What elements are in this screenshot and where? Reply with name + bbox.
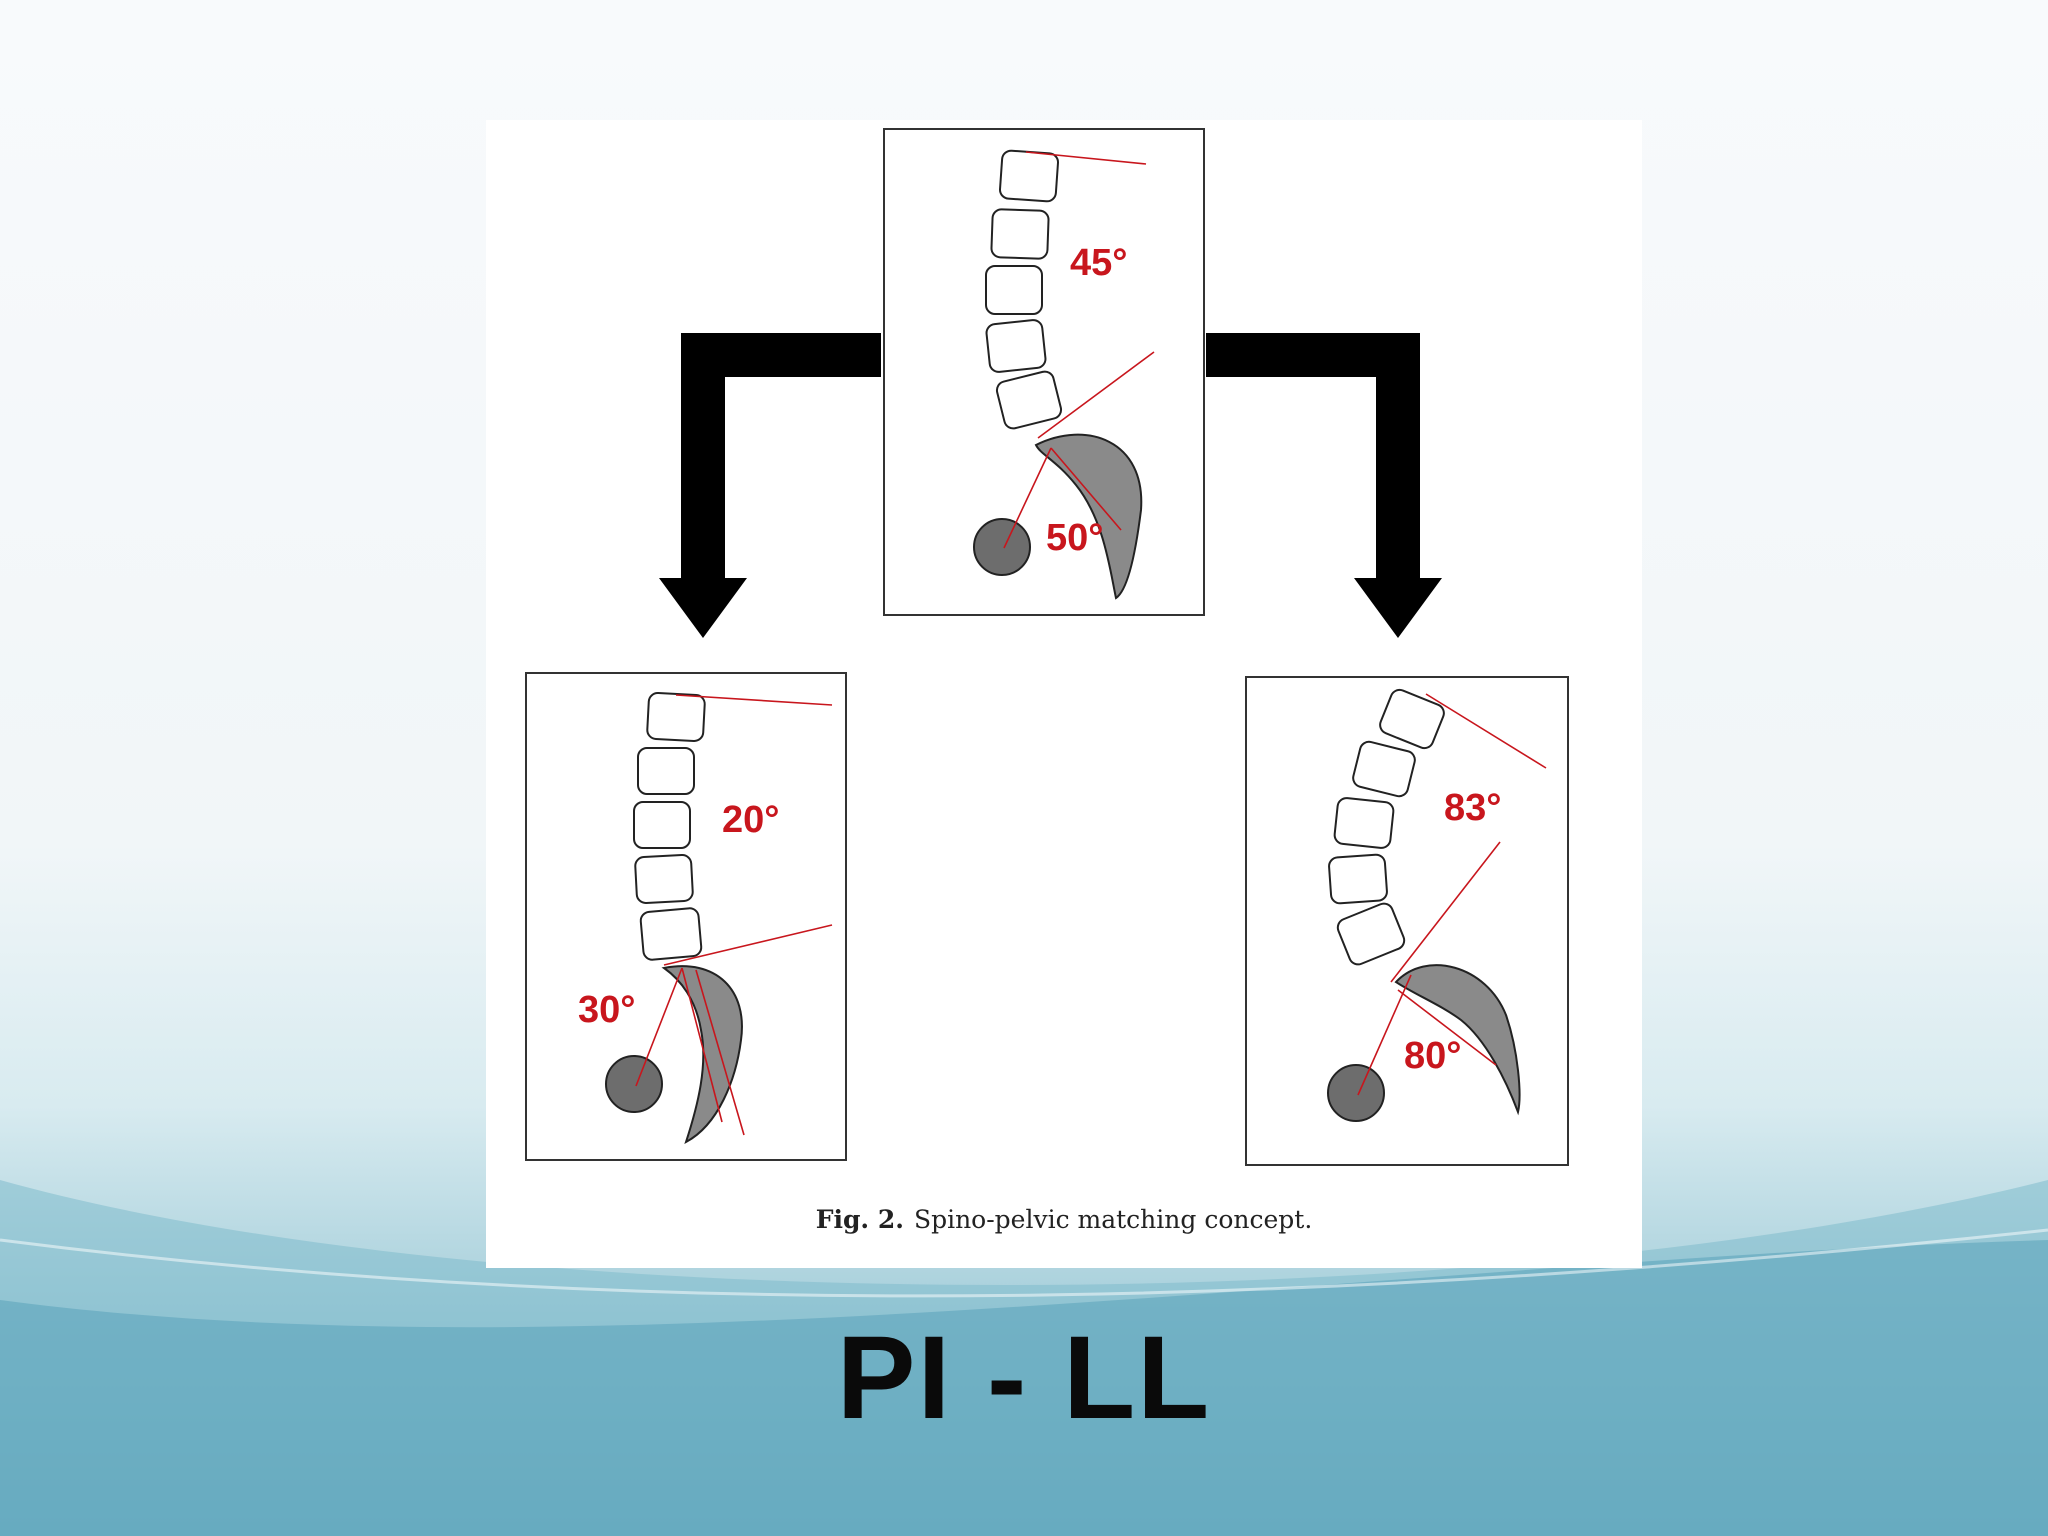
lordosis-angle-right: 83° <box>1444 787 1501 829</box>
spine-panel-right: 83° 80° <box>1245 676 1569 1166</box>
wave-band <box>0 1240 2048 1536</box>
lordosis-angle-left: 20° <box>722 799 779 841</box>
pelvic-incidence-angle-right: 80° <box>1404 1035 1461 1077</box>
figure-caption-text: Spino-pelvic matching concept. <box>913 1205 1313 1234</box>
spine-panel-left: 20° 30° <box>525 672 847 1161</box>
figure-caption: Fig. 2. Spino-pelvic matching concept. <box>486 1205 1642 1234</box>
right-arrow <box>1206 333 1442 638</box>
lordosis-angle-top: 45° <box>1070 242 1127 284</box>
pelvic-incidence-angle-left: 30° <box>578 989 635 1031</box>
figure-image: 45° 50° 20° 30° <box>486 120 1642 1268</box>
spine-panel-top: 45° 50° <box>883 128 1205 616</box>
pelvic-incidence-angle-top: 50° <box>1046 517 1103 559</box>
figure-caption-label: Fig. 2. <box>815 1205 904 1234</box>
wave-highlight <box>0 1228 2048 1298</box>
slide-title: PI - LL <box>836 1312 1212 1444</box>
left-arrow <box>659 333 881 638</box>
